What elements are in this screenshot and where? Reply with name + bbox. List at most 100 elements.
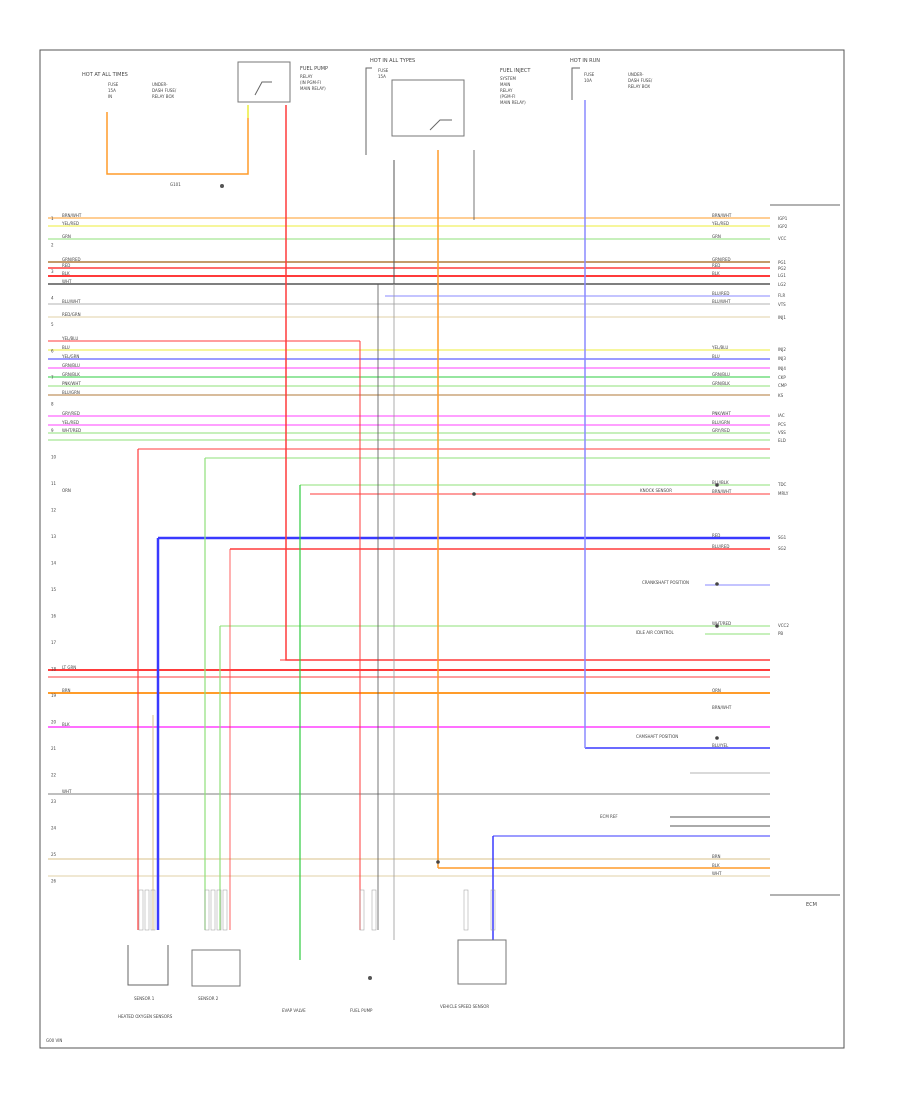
component-line: FUSE (584, 72, 595, 77)
ecm-terminal-name: PG2 (778, 266, 787, 271)
component-title: FUEL PUMP (300, 66, 328, 72)
component-evap-valve: EVAP VALVE (282, 1008, 306, 1013)
component-line: DASH FUSE/ (628, 78, 653, 83)
wire-code-right: GRN/RED (712, 257, 731, 262)
splice-dot (715, 624, 719, 628)
wire-code-left: BLU/GRN (62, 390, 80, 395)
ecm-terminal-name: INJ2 (778, 347, 786, 352)
component-sensor-1: SENSOR 1 (127, 945, 169, 1001)
wire-code-left: GRN/BLK (62, 372, 80, 377)
pin-number: 12 (51, 508, 57, 513)
wire-code-left: LT GRN (62, 665, 76, 670)
ecm-terminal-name: CMP (778, 383, 787, 388)
wire-code-right: BRN (712, 854, 721, 859)
connector-pin (222, 889, 228, 931)
wire-code-right: BLU/BLK (712, 480, 729, 485)
pin-number: 1 (51, 216, 54, 221)
connector-pin (204, 889, 210, 931)
component-line: RELAY BOX (152, 94, 174, 99)
wire-code-right: GRN/BLU (712, 372, 730, 377)
wire-code-right: YEL/BLU (711, 345, 728, 350)
ecm-terminal-name: KS (778, 393, 784, 398)
wire-code-left: GRN (62, 234, 71, 239)
component-line: MAIN RELAY) (500, 100, 526, 105)
ecm-terminal-name: PCS (778, 422, 786, 427)
wire-code-left: YEL/RED (61, 420, 79, 425)
wire-code-left: RED/GRN (62, 312, 81, 317)
wire-code-left: YEL/BLU (61, 336, 78, 341)
wire-route (106, 112, 249, 175)
component-line: 10A (584, 78, 592, 83)
wire-code-left: GRY/RED (62, 411, 80, 416)
wire-code-right: BLU/YEL (712, 743, 729, 748)
wire-code-left: BLK (62, 271, 70, 276)
wire-code-left: GRN/BLU (62, 363, 80, 368)
component-title: HOT IN ALL TYPES (370, 58, 415, 64)
connector-pin (371, 889, 377, 931)
splice-dot (436, 860, 440, 864)
oxygen-sensors-caption: HEATED OXYGEN SENSORS (118, 1014, 173, 1019)
ecm-terminal-name: VSS (778, 430, 786, 435)
ecm-terminal-name: ELD (778, 438, 786, 443)
wire-code-right: RED (712, 263, 720, 268)
connector-pin (490, 889, 496, 931)
splice-dot (715, 483, 719, 487)
wire-code-right: BRN/WHT (712, 705, 732, 710)
pin-number: 2 (51, 243, 54, 248)
ecm-terminal-name: SG2 (778, 546, 787, 551)
splice-dot (715, 736, 719, 740)
splice-dot (472, 492, 476, 496)
component-line: (PGM-FI (500, 94, 515, 99)
relay-box (237, 61, 291, 103)
wire-code-right: BLK (712, 271, 720, 276)
component-fuel-inject-system-relay: FUEL INJECT SYSTEM MAIN RELAY (PGM-FI MA… (391, 68, 531, 137)
component-line: FUSE (378, 68, 389, 73)
right-notes: KNOCK SENSOR IDLE AIR CONTROL CRANKSHAFT… (600, 488, 689, 819)
wire-code-right: BLK (712, 863, 720, 868)
pin-number: 13 (51, 534, 57, 539)
component-line: IN (108, 94, 112, 99)
component-title: HOT AT ALL TIMES (82, 72, 128, 78)
pin-number: 7 (51, 375, 54, 380)
ecm-terminal-name: VCC (778, 236, 787, 241)
wire-code-right: GRN/BLK (712, 381, 730, 386)
component-vehicle-speed-sensor: VEHICLE SPEED SENSOR (440, 939, 507, 1009)
splice-dot (715, 582, 719, 586)
component-line: UNDER- (628, 72, 644, 77)
wire-code-right: PNK/WHT (712, 411, 731, 416)
wire-code-left: BRN (62, 688, 71, 693)
pin-number: 20 (51, 720, 57, 725)
pin-number: 11 (51, 481, 57, 486)
ecm-terminal-name: LG2 (778, 282, 786, 287)
wire-code-left: BLK (62, 722, 70, 727)
ground-junction: G101 (170, 182, 224, 188)
component-hot-at-all-times: HOT AT ALL TIMES FUSE 15A IN UNDER- DASH… (82, 72, 177, 99)
wire-code-left: WHT/RED (62, 428, 81, 433)
ecm-terminal-name: MRLY (778, 491, 789, 496)
wire-code-right: WHT (712, 871, 722, 876)
wire-code-left: WHT (62, 789, 72, 794)
component-line: RELAY (300, 74, 313, 79)
pin-number: 6 (51, 349, 54, 354)
connector-pin (216, 889, 222, 931)
sensor-box (457, 939, 507, 985)
diagram-frame (39, 49, 845, 1049)
component-title: FUEL INJECT (500, 68, 531, 74)
wire-code-left: BLU (62, 345, 70, 350)
component-line: RELAY (500, 88, 513, 93)
bracket (365, 67, 372, 155)
pin-number: 8 (51, 402, 54, 407)
component-fuel-pump-relay: FUEL PUMP RELAY (IN PGM-FI MAIN RELAY) (237, 61, 328, 103)
wire-code-left: ORN (62, 488, 71, 493)
wire-code-left: WHT (62, 279, 72, 284)
component-line: SYSTEM (500, 76, 516, 81)
note-idle-air-control: IDLE AIR CONTROL (636, 630, 675, 635)
wire-code-right: BLU/GRN (712, 420, 730, 425)
connector-pin (359, 889, 365, 931)
pin-number: 18 (51, 667, 57, 672)
note-camshaft: CAMSHAFT POSITION (636, 734, 678, 739)
component-hot-in-all-types: HOT IN ALL TYPES FUSE 15A (365, 58, 415, 155)
ecm-terminal-name: INJ1 (778, 315, 786, 320)
wire-code-right: BLU/RED (712, 291, 729, 296)
